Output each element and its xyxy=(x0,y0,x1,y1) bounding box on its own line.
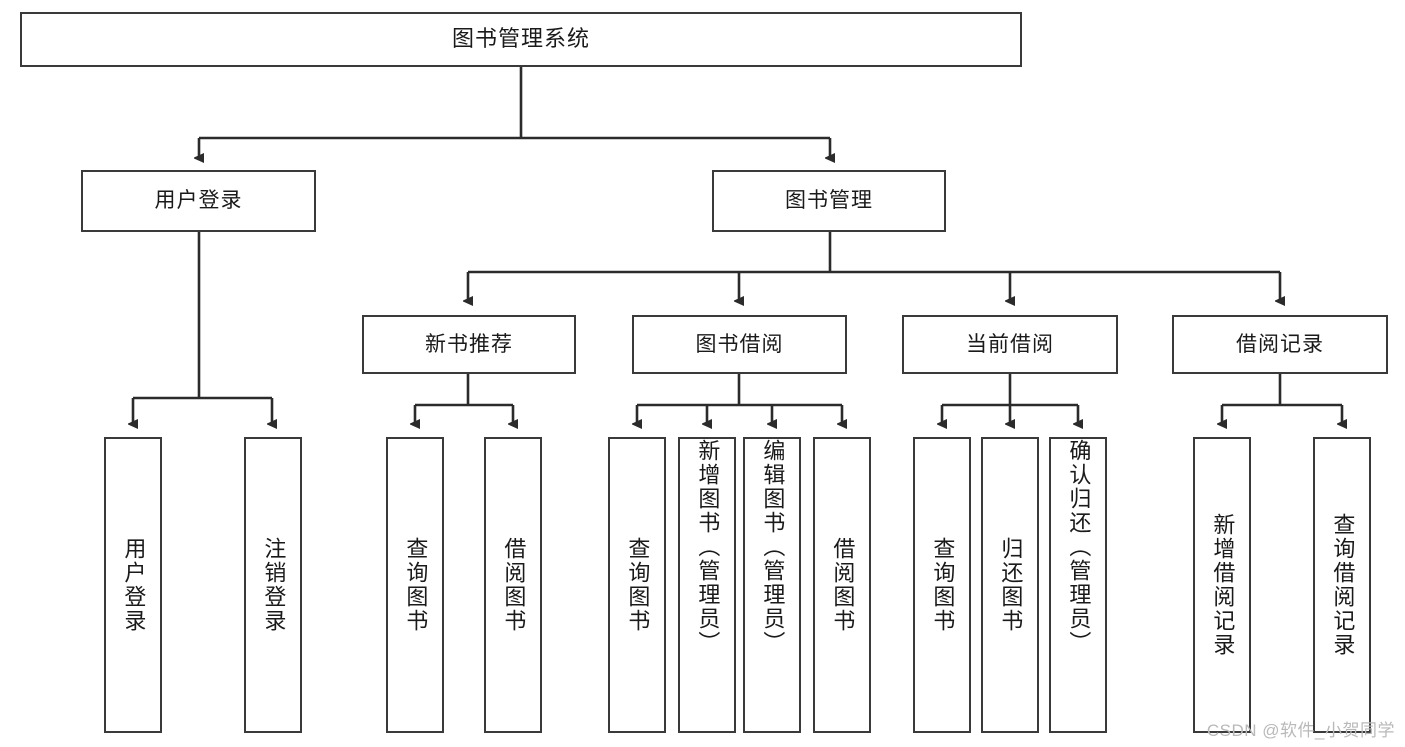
leaf-confirm-return[interactable]: 确认归还（管理员） xyxy=(1049,437,1107,733)
leaf-query-book-1[interactable]: 查询图书 xyxy=(386,437,444,733)
leaf-confirm-return-label: 确认归还（管理员） xyxy=(1066,439,1092,655)
leaf-user-login[interactable]: 用户登录 xyxy=(104,437,162,733)
leaf-query-book-3-label: 查询图书 xyxy=(930,537,956,633)
node-book-manage-label: 图书管理 xyxy=(785,189,873,213)
leaf-query-book-3[interactable]: 查询图书 xyxy=(913,437,971,733)
leaf-edit-book[interactable]: 编辑图书（管理员） xyxy=(743,437,801,733)
node-book-borrow-label: 图书借阅 xyxy=(695,332,784,356)
leaf-return-book-label: 归还图书 xyxy=(998,537,1024,633)
leaf-return-book[interactable]: 归还图书 xyxy=(981,437,1039,733)
leaf-logout[interactable]: 注销登录 xyxy=(244,437,302,733)
leaf-borrow-book-1[interactable]: 借阅图书 xyxy=(484,437,542,733)
node-user-login-label: 用户登录 xyxy=(154,189,243,213)
leaf-add-record[interactable]: 新增借阅记录 xyxy=(1193,437,1251,733)
leaf-edit-book-label: 编辑图书（管理员） xyxy=(760,439,786,655)
node-new-book-recommend[interactable]: 新书推荐 xyxy=(362,315,576,374)
leaf-logout-label: 注销登录 xyxy=(261,537,287,633)
leaf-query-book-2[interactable]: 查询图书 xyxy=(608,437,666,733)
leaf-add-book-label: 新增图书（管理员） xyxy=(695,439,721,655)
node-new-book-recommend-label: 新书推荐 xyxy=(425,332,513,356)
leaf-borrow-book-2-label: 借阅图书 xyxy=(830,537,856,633)
node-book-borrow[interactable]: 图书借阅 xyxy=(632,315,847,374)
node-borrow-record-label: 借阅记录 xyxy=(1236,332,1324,356)
node-book-manage[interactable]: 图书管理 xyxy=(712,170,946,232)
leaf-borrow-book-2[interactable]: 借阅图书 xyxy=(813,437,871,733)
node-root[interactable]: 图书管理系统 xyxy=(20,12,1022,67)
leaf-borrow-book-1-label: 借阅图书 xyxy=(501,537,527,633)
leaf-query-book-1-label: 查询图书 xyxy=(403,537,429,633)
leaf-user-login-label: 用户登录 xyxy=(121,537,147,633)
leaf-add-record-label: 新增借阅记录 xyxy=(1210,513,1236,657)
node-root-label: 图书管理系统 xyxy=(451,26,590,52)
node-current-borrow[interactable]: 当前借阅 xyxy=(902,315,1118,374)
node-user-login[interactable]: 用户登录 xyxy=(81,170,316,232)
node-current-borrow-label: 当前借阅 xyxy=(966,332,1054,356)
node-borrow-record[interactable]: 借阅记录 xyxy=(1172,315,1388,374)
leaf-query-record-label: 查询借阅记录 xyxy=(1330,513,1356,657)
leaf-query-book-2-label: 查询图书 xyxy=(625,537,651,633)
leaf-add-book[interactable]: 新增图书（管理员） xyxy=(678,437,736,733)
leaf-query-record[interactable]: 查询借阅记录 xyxy=(1313,437,1371,733)
